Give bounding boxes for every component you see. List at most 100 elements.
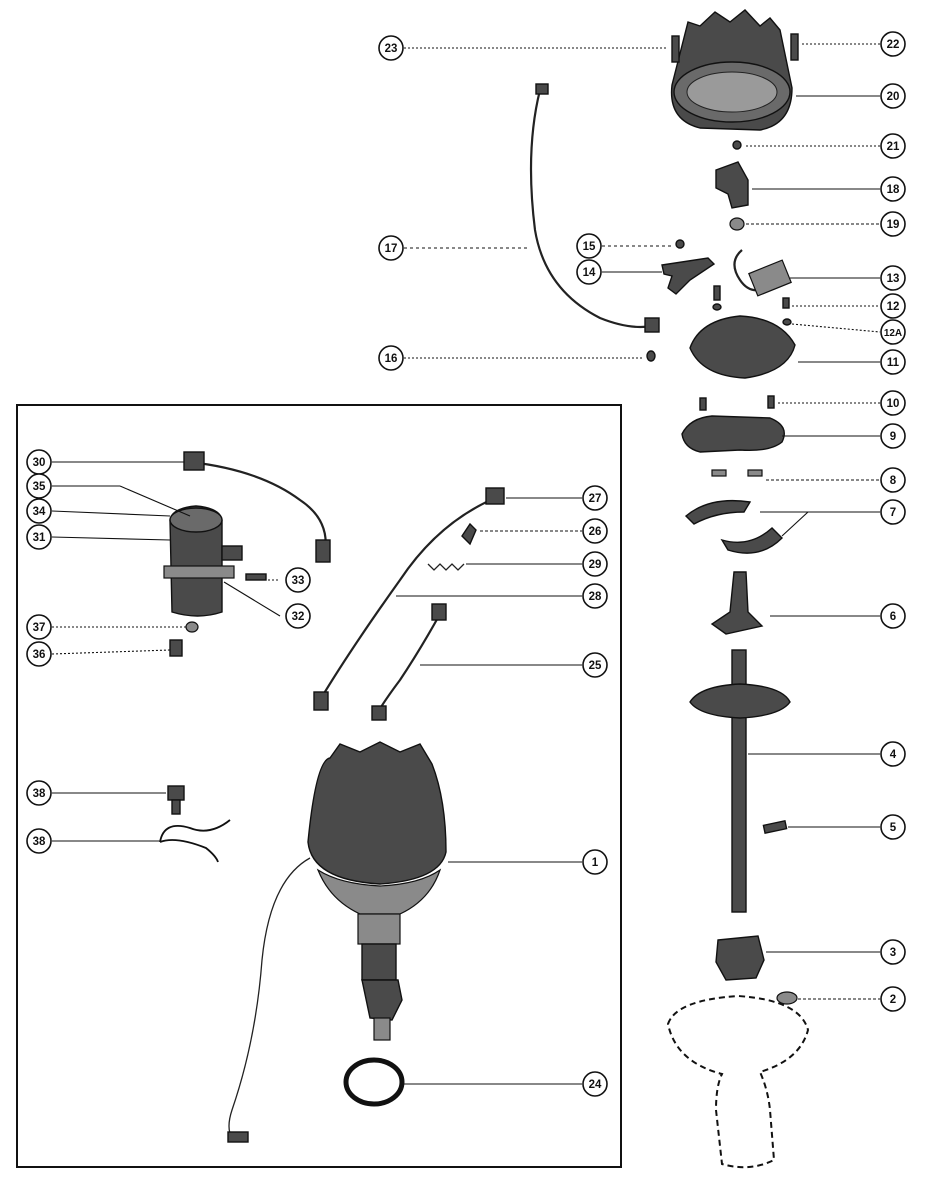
lockwasher-12a-right-part — [782, 318, 792, 326]
callout-15-label: 15 — [583, 241, 596, 253]
callout-12a-label: 12A — [884, 328, 902, 339]
callout-3: 3 — [880, 939, 906, 965]
callout-33-label: 33 — [292, 575, 305, 587]
callout-15: 15 — [576, 233, 602, 259]
rotor-part — [715, 161, 749, 209]
spark-plug-terminal-part — [461, 522, 477, 546]
callout-21: 21 — [880, 133, 906, 159]
callout-8: 8 — [880, 467, 906, 493]
callout-7-label: 7 — [890, 507, 896, 519]
cap-screw-right-part — [790, 33, 799, 61]
callout-32-label: 32 — [292, 611, 305, 623]
screw-10-left-part — [699, 397, 707, 411]
inset-frame — [16, 404, 622, 1168]
callout-14-label: 14 — [583, 267, 596, 279]
callout-27: 27 — [582, 485, 608, 511]
coil-screw-part — [245, 573, 267, 581]
ground-wire-part — [529, 89, 653, 329]
callout-12: 12 — [880, 293, 906, 319]
distributor-ground-terminal — [227, 1131, 249, 1143]
washer-16-part — [646, 350, 656, 362]
callout-17: 17 — [378, 235, 404, 261]
callout-25-label: 25 — [589, 660, 602, 672]
callout-38a-label: 38 — [33, 788, 46, 800]
rotor-screw-part — [732, 140, 742, 150]
pin-2-part — [776, 991, 798, 1005]
distributor-assembly-part — [307, 741, 447, 1041]
callout-19-label: 19 — [887, 219, 900, 231]
callout-25: 25 — [582, 652, 608, 678]
callout-6: 6 — [880, 603, 906, 629]
distributor-ground-wire-part — [228, 857, 311, 1139]
cam-plate-part — [681, 415, 785, 453]
callout-22-label: 22 — [887, 39, 900, 51]
callout-26: 26 — [582, 518, 608, 544]
primary-lead-terminal — [371, 705, 387, 721]
callout-2-label: 2 — [890, 994, 896, 1006]
callout-32: 32 — [285, 603, 311, 629]
lockwasher-12a-part — [712, 303, 722, 311]
nut-36-part — [169, 639, 183, 657]
callout-5: 5 — [880, 814, 906, 840]
condenser-part — [733, 249, 792, 297]
leader-lines — [51, 43, 881, 1085]
coil-wire-part — [189, 460, 327, 553]
callout-1-label: 1 — [592, 857, 599, 869]
advance-weight-top-part — [684, 499, 752, 525]
callout-10: 10 — [880, 390, 906, 416]
ground-wire-terminal-bottom — [644, 317, 660, 333]
callout-34: 34 — [26, 498, 52, 524]
callout-13-label: 13 — [887, 273, 900, 285]
ignition-coil-part — [163, 505, 243, 617]
weight-spring-left-part — [711, 469, 727, 477]
roll-pin-part — [762, 819, 788, 835]
cam-assembly-part — [710, 571, 764, 635]
primary-lead-boot — [431, 603, 447, 621]
callout-31-label: 31 — [33, 532, 46, 544]
callout-7: 7 — [880, 499, 906, 525]
cap-screw-left-part — [671, 35, 680, 63]
spring-29-part — [427, 563, 465, 571]
callout-20-label: 20 — [887, 91, 900, 103]
callout-12a: 12A — [880, 319, 906, 345]
callout-37-label: 37 — [33, 622, 46, 634]
screw-12-part — [782, 297, 790, 309]
callout-9: 9 — [880, 423, 906, 449]
callout-26-label: 26 — [589, 526, 602, 538]
callout-31: 31 — [26, 524, 52, 550]
high-tension-boot-top — [485, 487, 505, 505]
high-tension-wire-part — [319, 494, 501, 701]
primary-lead-part — [377, 613, 441, 713]
hold-down-clip-part — [159, 819, 231, 863]
shaft-assembly-part — [689, 649, 791, 913]
callout-1: 1 — [582, 849, 608, 875]
callout-11: 11 — [880, 349, 906, 375]
callout-28: 28 — [582, 583, 608, 609]
breaker-points-part — [661, 257, 716, 295]
callout-21-label: 21 — [887, 141, 900, 153]
callout-37: 37 — [26, 614, 52, 640]
gasket-part — [343, 1057, 405, 1107]
callout-12-label: 12 — [887, 301, 900, 313]
clamp-screw-part — [167, 785, 185, 801]
high-tension-boot-bottom — [313, 691, 329, 711]
callout-11-label: 11 — [887, 357, 900, 369]
callout-14: 14 — [576, 259, 602, 285]
callout-22: 22 — [880, 31, 906, 57]
callout-2: 2 — [880, 986, 906, 1012]
callout-4: 4 — [880, 741, 906, 767]
callout-30: 30 — [26, 449, 52, 475]
callout-33: 33 — [285, 567, 311, 593]
felt-wick-part — [729, 217, 745, 231]
callout-38b-label: 38 — [33, 836, 46, 848]
callout-34-label: 34 — [33, 506, 46, 518]
screw-15-part — [675, 239, 685, 249]
callout-13: 13 — [880, 265, 906, 291]
advance-weight-bottom-part — [720, 527, 783, 554]
callout-36: 36 — [26, 641, 52, 667]
callout-16-label: 16 — [385, 353, 398, 365]
callout-38-clip: 38 — [26, 828, 52, 854]
callout-16: 16 — [378, 345, 404, 371]
callout-8-label: 8 — [890, 475, 897, 487]
